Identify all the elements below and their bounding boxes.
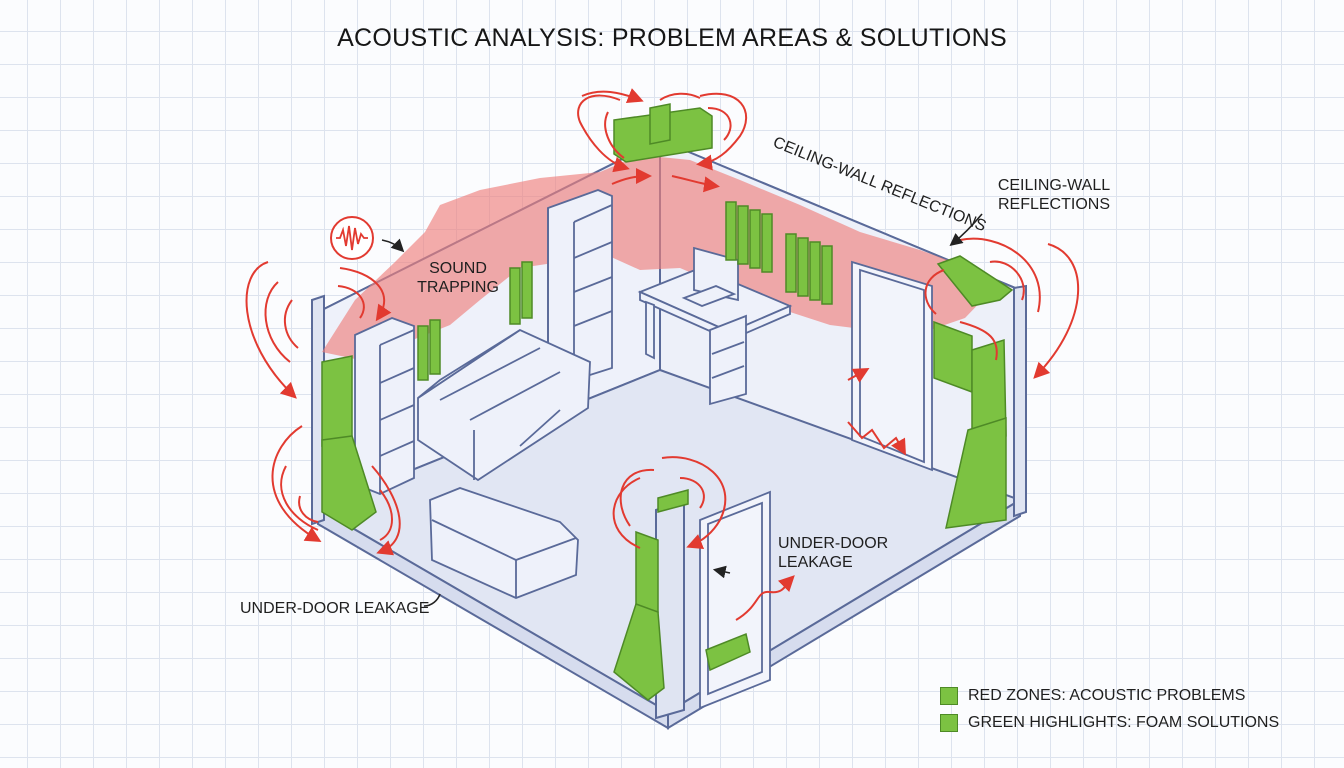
label-sound-trapping-line1: SOUND [429,260,487,277]
label-ceiling-wall-right-line2: REFLECTIONS [997,196,1110,213]
legend-item-green-highlights: GREEN HIGHLIGHTS: FOAM SOLUTIONS [940,713,1279,733]
pointer-arrows [381,213,983,607]
label-ceiling-wall-right: CEILING-WALL REFLECTIONS [996,176,1112,214]
label-ceiling-wall-right-line1: CEILING-WALL [997,177,1111,194]
foam-panels [321,103,1014,701]
red-problem-zone [322,155,990,360]
page-title: ACOUSTIC ANALYSIS: PROBLEM AREAS & SOLUT… [337,24,1007,52]
legend-text-red-zones: RED ZONES: ACOUSTIC PROBLEMS [968,687,1246,704]
sound-source-icon [330,216,374,260]
desk [637,246,793,406]
chaise [429,487,579,599]
sound-waves [245,88,1079,621]
legend-swatch-red-zones [940,687,958,705]
legend-item-red-zones: RED ZONES: ACOUSTIC PROBLEMS [940,686,1279,706]
bookshelf-tall [547,189,613,381]
label-under-door-center-line2: LEAKAGE [778,554,853,571]
sofa [417,328,591,482]
label-under-door-center-line1: UNDER-DOOR [778,535,889,552]
label-under-door-leakage-left: UNDER-DOOR LEAKAGE [240,600,430,617]
legend-swatch-green-highlights [940,714,958,732]
back-door [851,260,933,472]
legend-text-green-highlights: GREEN HIGHLIGHTS: FOAM SOLUTIONS [968,714,1280,731]
legend: RED ZONES: ACOUSTIC PROBLEMS GREEN HIGHL… [940,686,1279,740]
label-sound-trapping-line2: TRAPPING [417,279,499,296]
front-door [699,490,771,710]
bookshelf-left [354,317,415,495]
label-sound-trapping: SOUND TRAPPING [408,259,508,297]
label-under-door-leakage-center: UNDER-DOOR LEAKAGE [778,534,888,572]
